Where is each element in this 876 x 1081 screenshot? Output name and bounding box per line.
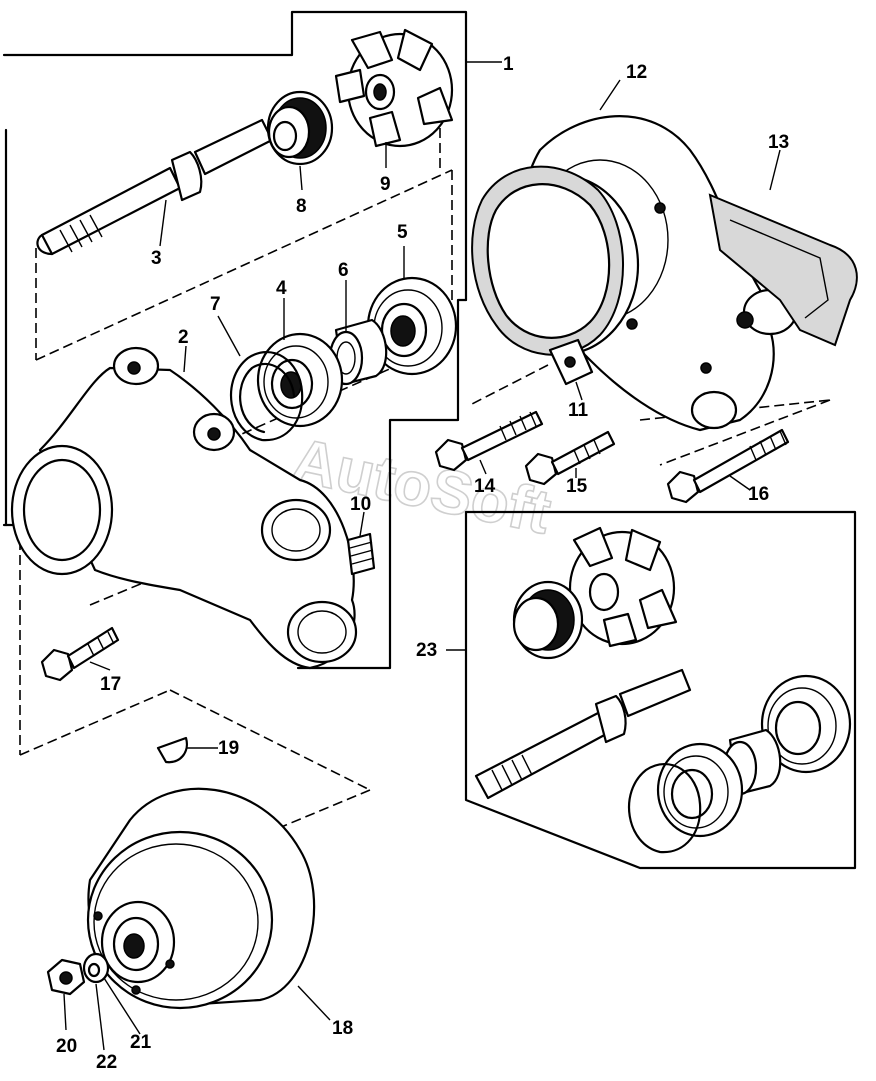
spring-washer xyxy=(82,952,110,984)
callout-21: 21 xyxy=(130,1032,152,1053)
pump-body xyxy=(10,346,358,670)
callout-labels: 1 2 3 4 5 6 7 8 9 10 11 12 13 14 15 16 1… xyxy=(56,54,789,1073)
bracket-nut xyxy=(548,338,594,386)
callout-8: 8 xyxy=(296,196,307,217)
callout-23: 23 xyxy=(416,640,437,661)
repair-kit-frame xyxy=(464,510,857,870)
assembly-1-frame xyxy=(2,10,502,670)
callout-14: 14 xyxy=(474,476,496,497)
callout-10: 10 xyxy=(350,494,371,515)
callout-9: 9 xyxy=(380,174,391,195)
callout-2: 2 xyxy=(178,327,189,348)
callout-15: 15 xyxy=(566,476,588,497)
kit-seal xyxy=(512,580,584,660)
housing-gasket xyxy=(471,165,624,356)
impeller xyxy=(334,28,454,148)
bolt-17 xyxy=(40,626,120,682)
kit-shaft xyxy=(474,668,692,800)
callout-11: 11 xyxy=(568,400,589,421)
pulley-nut xyxy=(46,958,86,996)
leader-lines xyxy=(63,79,781,1051)
callout-3: 3 xyxy=(151,248,162,269)
kit-large-bearing xyxy=(760,674,852,774)
bearing-spacer xyxy=(328,318,388,386)
kit-small-bearing xyxy=(656,742,744,838)
callout-18: 18 xyxy=(332,1018,353,1039)
kit-impeller xyxy=(568,526,678,648)
outlet-gasket xyxy=(708,193,858,347)
bolt-16 xyxy=(666,428,790,504)
callout-12: 12 xyxy=(626,62,647,83)
callout-20: 20 xyxy=(56,1036,77,1057)
callout-5: 5 xyxy=(397,222,408,243)
callout-16: 16 xyxy=(748,484,769,505)
callout-17: 17 xyxy=(100,674,121,695)
callout-22: 22 xyxy=(96,1052,117,1073)
bolt-15 xyxy=(524,430,616,486)
callout-1: 1 xyxy=(503,54,514,75)
shaft-seal xyxy=(266,90,334,166)
callout-13: 13 xyxy=(768,132,789,153)
woodruff-key xyxy=(156,736,188,764)
pulley xyxy=(86,787,316,1010)
drain-plug xyxy=(346,532,376,576)
callout-6: 6 xyxy=(338,260,349,281)
callout-19: 19 xyxy=(218,738,239,759)
bolt-14 xyxy=(434,410,544,472)
pump-shaft xyxy=(36,118,274,256)
callout-7: 7 xyxy=(210,294,221,315)
circlip xyxy=(229,351,304,442)
kit-circlip xyxy=(627,763,702,854)
callout-4: 4 xyxy=(276,278,287,299)
